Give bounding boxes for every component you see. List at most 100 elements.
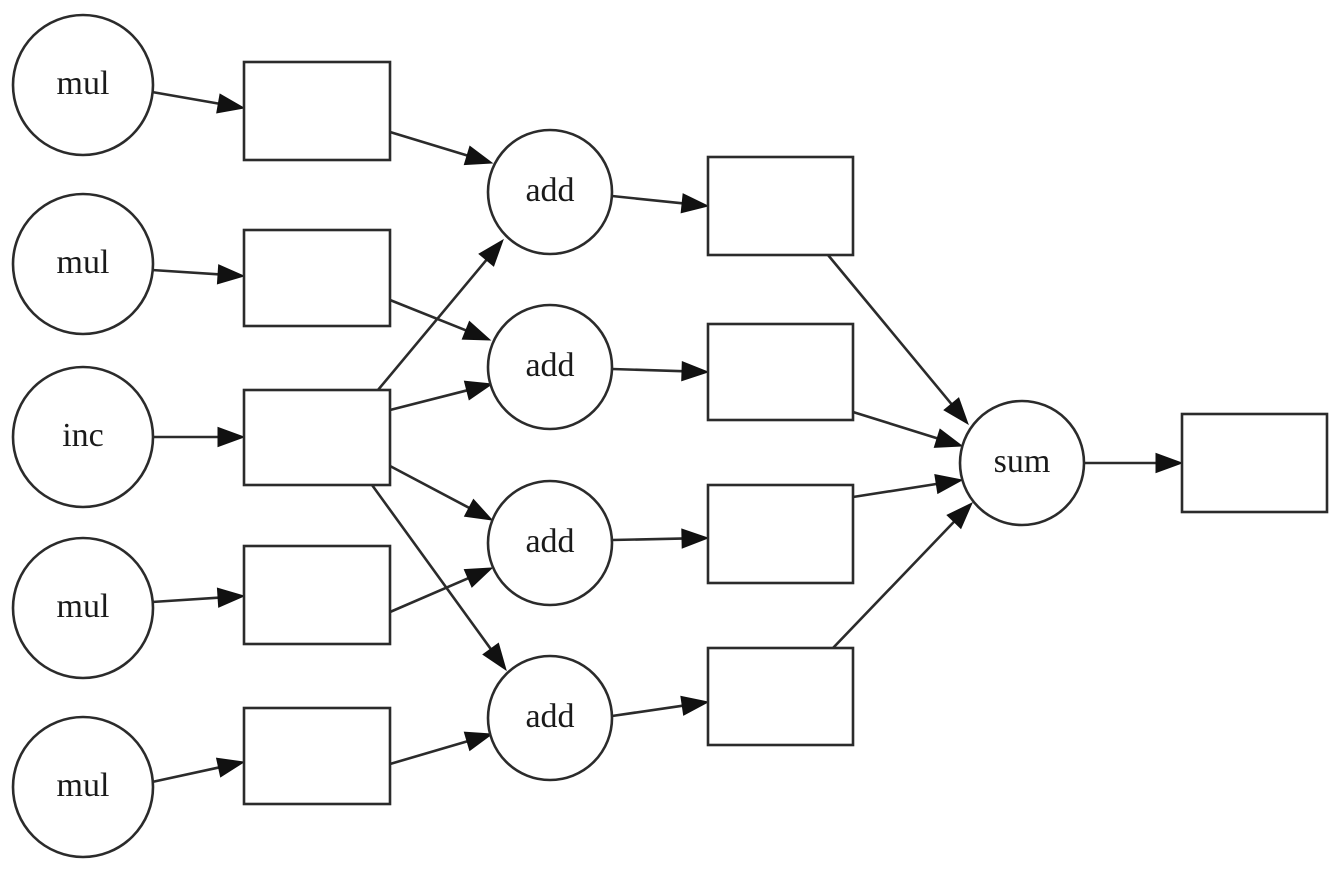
node-op_add_3[interactable]: add (486, 479, 614, 607)
node-label: add (525, 523, 574, 560)
arrow-head-icon (482, 642, 507, 672)
edge-line (388, 738, 473, 766)
node-rect[interactable] (242, 388, 392, 487)
node-op_mul_4[interactable]: mul (11, 536, 155, 680)
edge-line (826, 253, 956, 409)
node-circle[interactable] (11, 365, 155, 509)
edge-buf_mul_2-to-op_add_2 (388, 298, 492, 341)
node-circle[interactable] (11, 536, 155, 680)
arrow-head-icon (933, 428, 964, 448)
node-circle[interactable] (958, 399, 1086, 527)
node-buf_mul_5[interactable] (242, 706, 392, 806)
edge-line (150, 765, 224, 784)
edge-line (610, 537, 688, 542)
node-rect[interactable] (706, 646, 855, 747)
edge-op_mul_1-to-buf_mul_1 (150, 90, 246, 114)
edge-buf_inc_3-to-op_add_3 (388, 464, 494, 521)
node-circle[interactable] (486, 303, 614, 431)
node-buf_add_2[interactable] (706, 322, 855, 422)
arrow-head-icon (463, 380, 494, 401)
node-op_inc_3[interactable]: inc (11, 365, 155, 509)
node-op_sum[interactable]: sum (958, 399, 1086, 527)
node-label: mul (57, 588, 110, 625)
edge-op_add_3-to-buf_add_3 (610, 528, 710, 549)
edge-line (376, 255, 491, 392)
node-buf_add_3[interactable] (706, 483, 855, 585)
edge-line (851, 410, 943, 441)
arrow-head-icon (946, 501, 974, 530)
edge-line (851, 482, 942, 499)
node-circle[interactable] (486, 479, 614, 607)
node-label: inc (62, 417, 104, 454)
node-circle[interactable] (486, 128, 614, 256)
edge-buf_mul_4-to-op_add_3 (388, 567, 494, 614)
node-label: mul (57, 244, 110, 281)
arrow-head-icon (216, 587, 246, 608)
node-rect[interactable] (242, 544, 392, 646)
edge-line (388, 388, 472, 412)
edge-line (150, 268, 224, 276)
edge-line (388, 464, 474, 512)
arrow-head-icon (215, 757, 246, 778)
edge-buf_mul_5-to-op_add_4 (388, 731, 494, 766)
arrow-head-icon (461, 320, 492, 341)
edge-line (610, 367, 688, 373)
node-buf_mul_4[interactable] (242, 544, 392, 646)
edge-op_add_1-to-buf_add_1 (610, 193, 710, 214)
node-buf_add_4[interactable] (706, 646, 855, 747)
edge-buf_mul_1-to-op_add_1 (388, 130, 494, 166)
arrow-head-icon (681, 360, 710, 382)
edge-buf_add_4-to-op_sum (831, 501, 974, 650)
edge-buf_inc_3-to-op_add_4 (370, 483, 507, 672)
edge-op_add_4-to-buf_add_4 (610, 695, 710, 718)
edge-line (388, 575, 474, 614)
node-circle[interactable] (11, 192, 155, 336)
edge-op_mul_5-to-buf_mul_5 (150, 757, 246, 784)
node-circle[interactable] (11, 13, 155, 157)
edge-buf_add_2-to-op_sum (851, 410, 964, 448)
arrow-head-icon (463, 731, 494, 752)
edge-line (388, 130, 473, 158)
arrow-head-icon (216, 93, 246, 114)
node-circle[interactable] (486, 654, 614, 782)
node-rect[interactable] (706, 483, 855, 585)
node-op_mul_2[interactable]: mul (11, 192, 155, 336)
edge-line (150, 596, 224, 604)
node-label: add (525, 172, 574, 209)
node-rect[interactable] (242, 228, 392, 328)
node-rect[interactable] (1180, 412, 1329, 514)
node-label: mul (57, 767, 110, 804)
node-rect[interactable] (242, 706, 392, 806)
node-rect[interactable] (706, 322, 855, 422)
arrow-head-icon (217, 426, 246, 448)
node-buf_inc_3[interactable] (242, 388, 392, 487)
edge-op_mul_2-to-buf_mul_2 (150, 264, 246, 285)
arrow-head-icon (681, 528, 710, 549)
node-op_mul_5[interactable]: mul (11, 715, 155, 859)
node-buf_mul_1[interactable] (242, 60, 392, 162)
node-rect[interactable] (242, 60, 392, 162)
node-buf_out[interactable] (1180, 412, 1329, 514)
arrow-head-icon (216, 264, 246, 285)
node-label: mul (57, 65, 110, 102)
edge-op_add_2-to-buf_add_2 (610, 360, 710, 382)
edge-line (370, 483, 495, 654)
node-rect[interactable] (706, 155, 855, 257)
node-op_add_2[interactable]: add (486, 303, 614, 431)
arrow-head-icon (1155, 452, 1184, 474)
edge-line (831, 517, 959, 650)
edge-line (610, 194, 688, 206)
node-circle[interactable] (11, 715, 155, 859)
node-op_mul_1[interactable]: mul (11, 13, 155, 157)
node-op_add_4[interactable]: add (486, 654, 614, 782)
node-label: add (525, 347, 574, 384)
node-buf_add_1[interactable] (706, 155, 855, 257)
edge-layer (150, 90, 1184, 784)
arrow-head-icon (943, 397, 969, 426)
node-buf_mul_2[interactable] (242, 228, 392, 328)
arrow-head-icon (934, 473, 964, 495)
node-label: add (525, 698, 574, 735)
node-op_add_1[interactable]: add (486, 128, 614, 256)
edge-buf_inc_3-to-op_add_1 (376, 238, 504, 392)
